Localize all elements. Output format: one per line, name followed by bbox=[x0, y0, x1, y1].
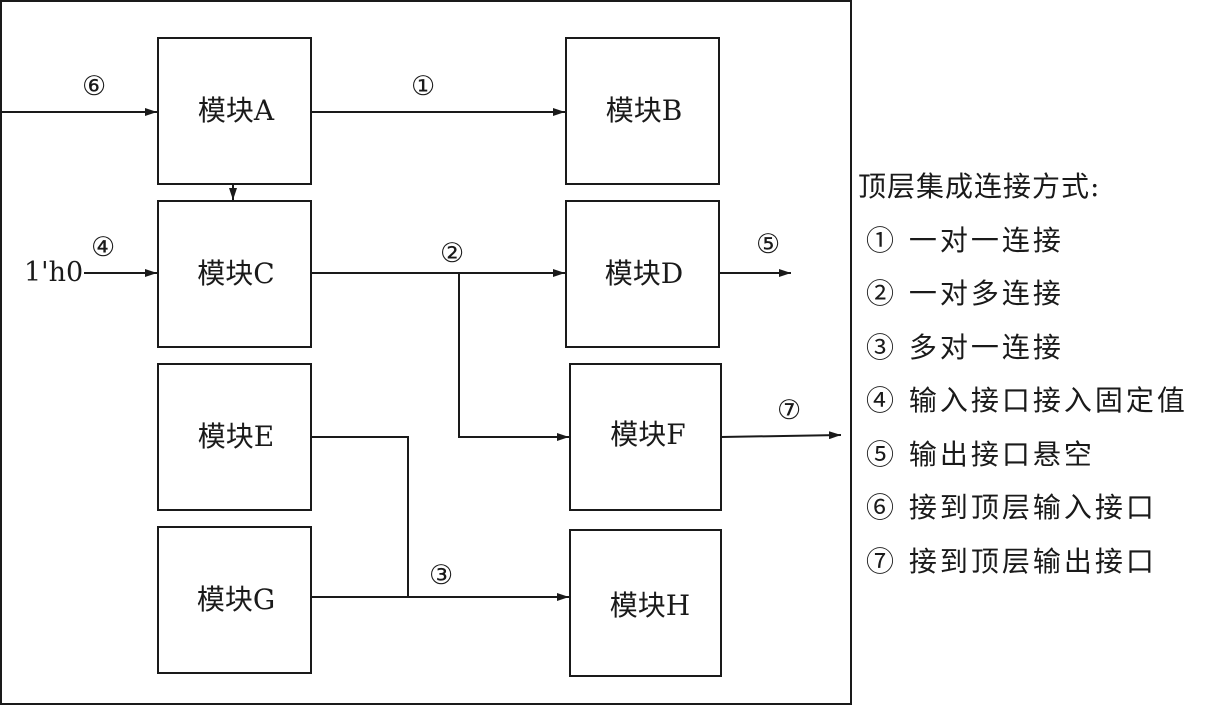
legend-item-one-to-one: ① 一对一连接 bbox=[866, 223, 1064, 257]
module-h-label: 模块H bbox=[609, 589, 691, 622]
module-d-label: 模块D bbox=[604, 257, 684, 290]
module-h-box bbox=[569, 529, 722, 677]
one-to-many-marker: ② bbox=[440, 238, 465, 269]
module-b-label: 模块B bbox=[605, 94, 683, 127]
many-to-one-marker: ③ bbox=[429, 560, 454, 591]
legend-item-floating-output: ⑤ 输出接口悬空 bbox=[866, 437, 1095, 471]
fixed-value-text: 1'h0 bbox=[24, 257, 84, 288]
module-g-box bbox=[157, 526, 312, 674]
module-f-label: 模块F bbox=[610, 418, 686, 451]
floating-output-marker: ⑤ bbox=[756, 229, 781, 260]
top-output-marker: ⑦ bbox=[777, 395, 802, 426]
legend-item-one-to-many: ② 一对多连接 bbox=[866, 277, 1064, 310]
module-b-box bbox=[565, 37, 720, 185]
legend-item-top-input: ⑥ 接到顶层输入接口 bbox=[866, 491, 1157, 524]
f-to-top-output-arrow bbox=[720, 431, 842, 440]
e-to-h-wire bbox=[311, 436, 409, 597]
legend-title: 顶层集成连接方式: bbox=[858, 170, 1101, 203]
module-c-label: 模块C bbox=[197, 257, 275, 290]
legend-item-fixed-input: ④ 输入接口接入固定值 bbox=[866, 384, 1188, 417]
module-e-label: 模块E bbox=[197, 420, 275, 453]
top-level-frame bbox=[0, 0, 852, 705]
c-to-f-arrow bbox=[458, 273, 569, 441]
module-a-label: 模块A bbox=[197, 94, 275, 127]
legend-item-many-to-one: ③ 多对一连接 bbox=[866, 330, 1064, 364]
module-g-label: 模块G bbox=[196, 583, 276, 616]
one-to-one-marker: ① bbox=[411, 71, 436, 102]
fixed-input-marker: ④ bbox=[91, 232, 116, 263]
connection-legend: 顶层集成连接方式: ① 一对一连接 ② 一对多连接 ③ 多对一连接 ④ 输入接口… bbox=[858, 160, 1188, 588]
top-input-marker: ⑥ bbox=[82, 71, 107, 102]
legend-item-top-output: ⑦ 接到顶层输出接口 bbox=[866, 544, 1157, 578]
